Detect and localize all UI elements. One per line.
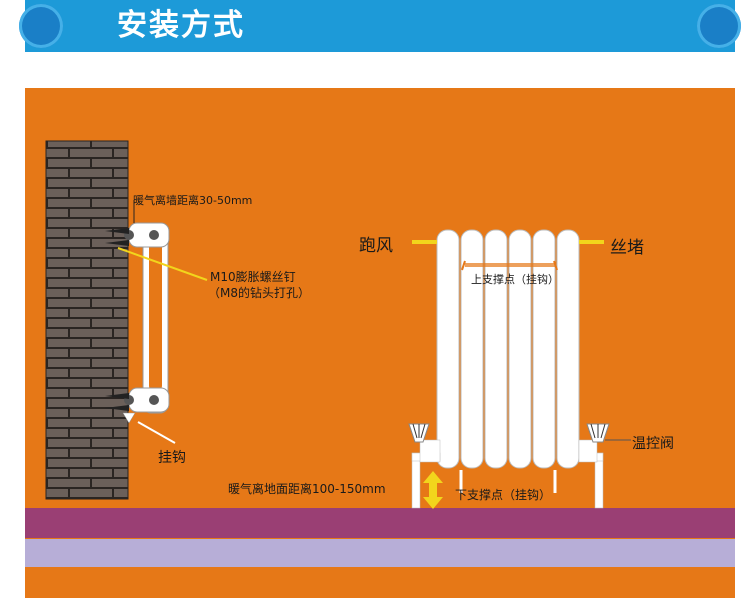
plug-label: 丝堵 [610, 238, 644, 258]
floor-distance-arrow [423, 471, 443, 509]
drill-label: （M8的钻头打孔） [208, 286, 310, 300]
wall-distance-label: 暖气离墙距离30-50mm [133, 194, 253, 207]
valve-label: 温控阀 [632, 436, 674, 452]
radiator-side-view [105, 222, 170, 424]
page-title: 安装方式 [117, 8, 245, 43]
upper-support-label: 上支撑点（挂钩） [471, 273, 559, 286]
vent-label: 跑风 [359, 236, 393, 256]
header-right-circle [697, 4, 741, 48]
brick-wall [45, 140, 129, 500]
installation-diagram: 暖气离墙距离30-50mm M10膨胀螺丝钉 （M8的钻头打孔） 挂钩 跑风 丝… [25, 88, 735, 598]
header-bar: 安装方式 [19, 0, 741, 52]
floor-top-band [25, 508, 735, 538]
pipes-and-valves [408, 423, 610, 509]
lower-support-label: 下支撑点（挂钩） [455, 488, 552, 502]
bolt-label: M10膨胀螺丝钉 [210, 270, 296, 284]
floor-distance-label: 暖气离地面距离100-150mm [228, 482, 386, 496]
header-left-circle [19, 4, 63, 48]
floor-bottom-band [25, 539, 735, 567]
hook-label: 挂钩 [158, 450, 186, 466]
diagram-graphics [25, 140, 735, 567]
radiator-front-view [436, 229, 580, 493]
